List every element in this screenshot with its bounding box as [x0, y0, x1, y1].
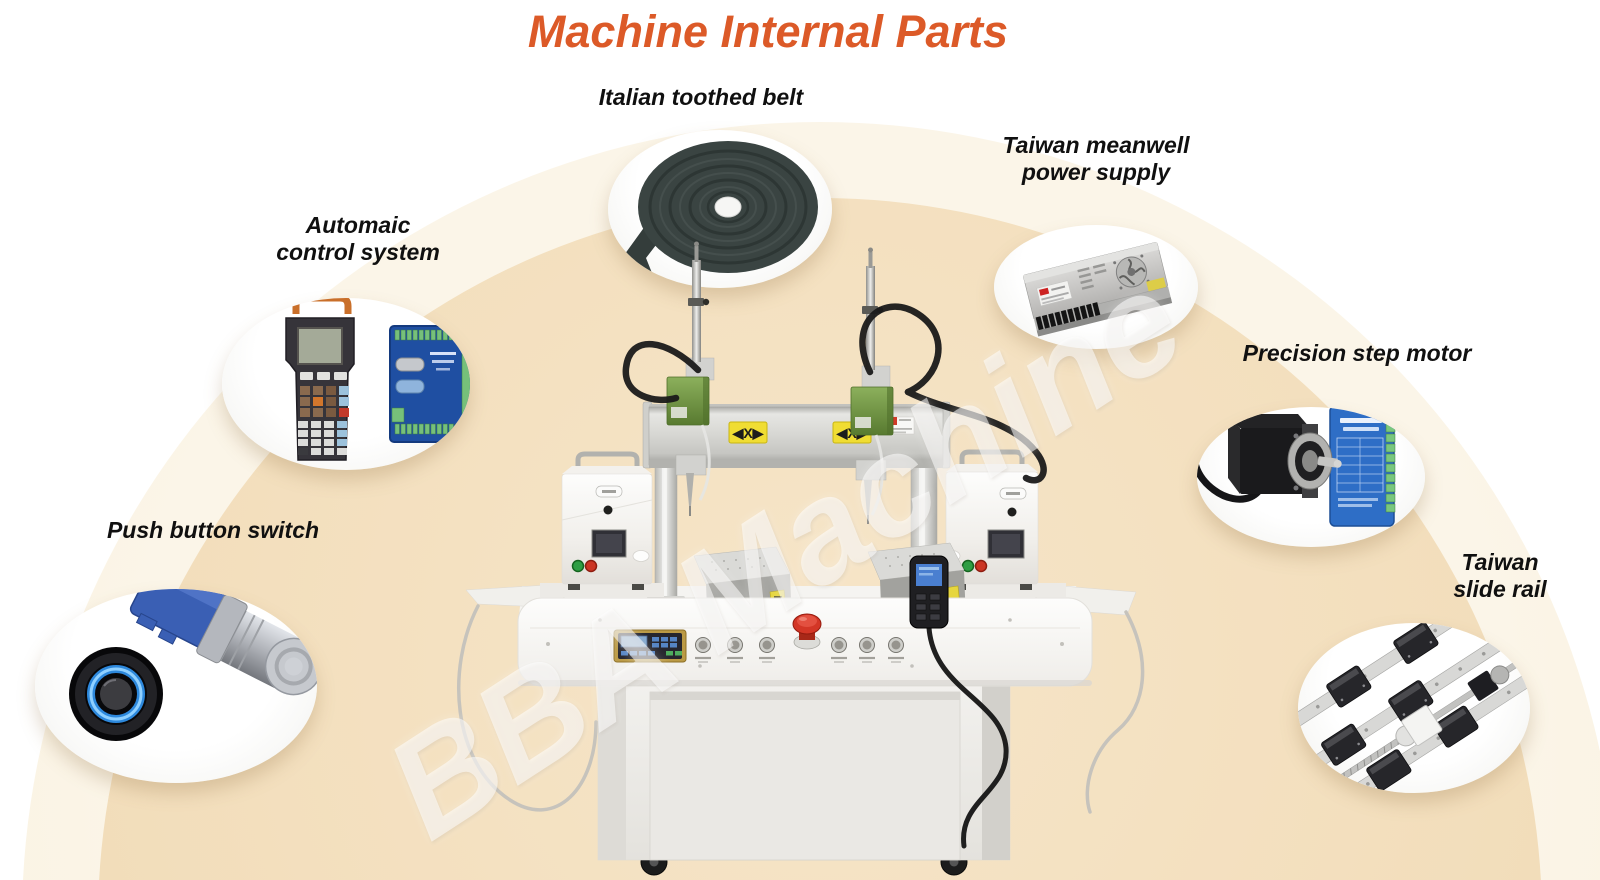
label-power-supply: Taiwan meanwell power supply	[1002, 132, 1190, 185]
controller-handle	[292, 298, 352, 314]
head-cables	[622, 303, 1047, 484]
db9-port	[395, 357, 425, 372]
pad-screen	[620, 635, 648, 648]
x-axis-sticker-left: ◀X▶	[728, 421, 768, 444]
psu-label	[1036, 280, 1073, 307]
psu-yellow-sticker	[1146, 277, 1167, 292]
label-control-system: Automaic control system	[276, 212, 440, 265]
ball-screw	[1318, 653, 1530, 793]
feeder-red-button	[584, 559, 598, 573]
push-button-illustration	[69, 589, 317, 741]
panel-button	[888, 637, 904, 663]
feeder-handle	[575, 451, 640, 466]
psu-fan	[1113, 254, 1150, 290]
controller-screen	[297, 327, 343, 365]
lit-button-inset	[69, 647, 163, 741]
metal-push-button	[129, 589, 317, 696]
toothed-belt-illustration	[622, 141, 818, 288]
screw-feeder-left	[561, 451, 653, 590]
power-cables	[457, 604, 1145, 814]
screw-head-right	[850, 247, 894, 524]
label-slide-rail: Taiwan slide rail	[1453, 549, 1547, 602]
page-title: Machine Internal Parts	[527, 6, 1009, 57]
step-motor-illustration	[1197, 407, 1396, 527]
label-toothed-belt: Italian toothed belt	[598, 84, 804, 110]
emergency-stop-button	[792, 613, 822, 650]
screwdriver-bit	[686, 473, 694, 506]
panel-button	[831, 637, 847, 663]
feeder-green-button	[571, 559, 585, 573]
feed-rod	[692, 260, 701, 362]
panel-button	[727, 637, 743, 663]
screw-feeder-right	[943, 449, 1039, 590]
power-supply-illustration	[1023, 241, 1173, 337]
screw-head-left	[666, 241, 715, 516]
db9-port-blue	[395, 379, 425, 394]
table-front-panel	[517, 597, 1093, 687]
feeder-green-button	[961, 559, 975, 573]
stepper-driver	[1329, 407, 1396, 527]
motion-control-board	[389, 325, 470, 443]
programmer-pad	[613, 629, 687, 663]
psu-vents	[1077, 263, 1107, 290]
feeder-handle	[959, 449, 1025, 464]
psu-terminal-block	[1035, 302, 1101, 331]
stepper-motor	[1197, 414, 1342, 503]
screw-locking-machine: ◀X▶ ◀X▶	[457, 241, 1145, 876]
feeder-red-button	[974, 559, 988, 573]
control-system-illustration	[285, 298, 470, 461]
panel-button	[759, 637, 775, 663]
label-push-button: Push button switch	[106, 517, 320, 543]
teach-pendant	[909, 555, 1009, 849]
handheld-controller	[285, 298, 355, 461]
pendant-cable	[926, 625, 1009, 849]
rail-blocks	[1321, 623, 1479, 792]
slide-rail-illustration	[1298, 623, 1530, 793]
screwdriver-bit	[864, 480, 872, 515]
panel-button	[859, 637, 875, 663]
panel-button	[695, 637, 711, 663]
panel-buttons	[695, 637, 904, 663]
cabinet-base	[597, 669, 1011, 861]
label-step-motor: Precision step motor	[1242, 340, 1472, 366]
controller-keys	[298, 372, 349, 455]
svg-text:◀X▶: ◀X▶	[732, 425, 765, 441]
